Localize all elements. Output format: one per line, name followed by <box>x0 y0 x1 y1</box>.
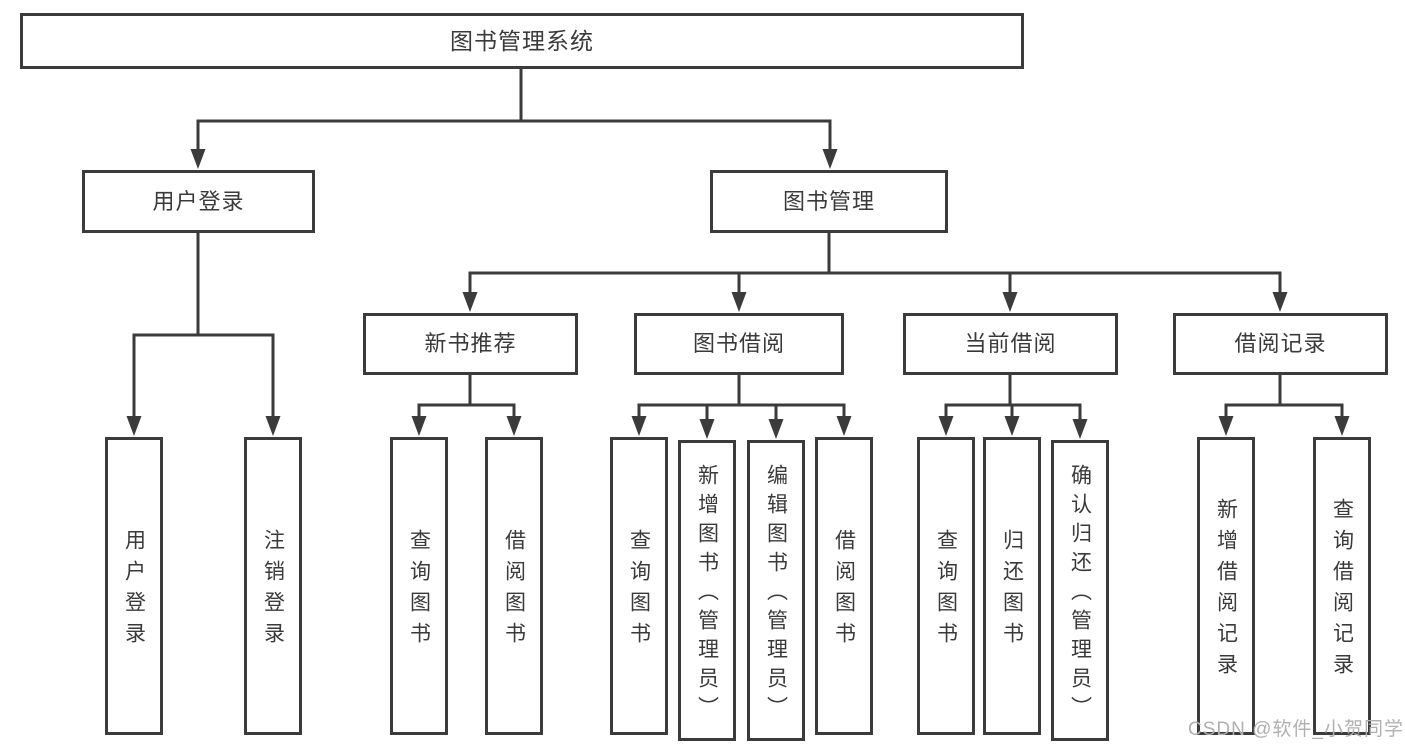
node-leaf-query-book-borrow: 查询图书 <box>610 437 668 735</box>
node-leaf-return-book: 归还图书 <box>983 437 1041 735</box>
node-leaf-borrow-book-recommend: 借阅图书 <box>485 437 543 735</box>
node-leaf-confirm-return-admin: 确认归还（管理员） <box>1051 440 1109 741</box>
node-leaf-add-book-admin: 新增图书（管理员） <box>678 440 736 741</box>
node-borrow-record: 借阅记录 <box>1173 313 1388 375</box>
csdn-watermark: CSDN @软件_小贺同学 <box>1188 719 1404 740</box>
node-leaf-query-book-recommend: 查询图书 <box>390 437 448 735</box>
node-book-management: 图书管理 <box>710 170 948 233</box>
arrowhead-icons <box>126 149 1350 439</box>
node-leaf-edit-book-admin: 编辑图书（管理员） <box>747 440 805 741</box>
node-leaf-add-borrow-record: 新增借阅记录 <box>1197 437 1255 735</box>
node-user-login: 用户登录 <box>82 170 315 233</box>
connector-path <box>132 67 1344 424</box>
node-leaf-user-login: 用户登录 <box>105 437 163 735</box>
node-root: 图书管理系统 <box>20 13 1024 69</box>
node-current-borrow: 当前借阅 <box>903 313 1118 375</box>
node-leaf-query-borrow-record: 查询借阅记录 <box>1313 437 1371 735</box>
node-new-book-recommend: 新书推荐 <box>363 313 578 375</box>
node-leaf-logout: 注销登录 <box>244 437 302 735</box>
node-leaf-borrow-book: 借阅图书 <box>815 437 873 735</box>
node-book-borrow: 图书借阅 <box>634 313 844 375</box>
node-leaf-query-book-current: 查询图书 <box>917 437 975 735</box>
